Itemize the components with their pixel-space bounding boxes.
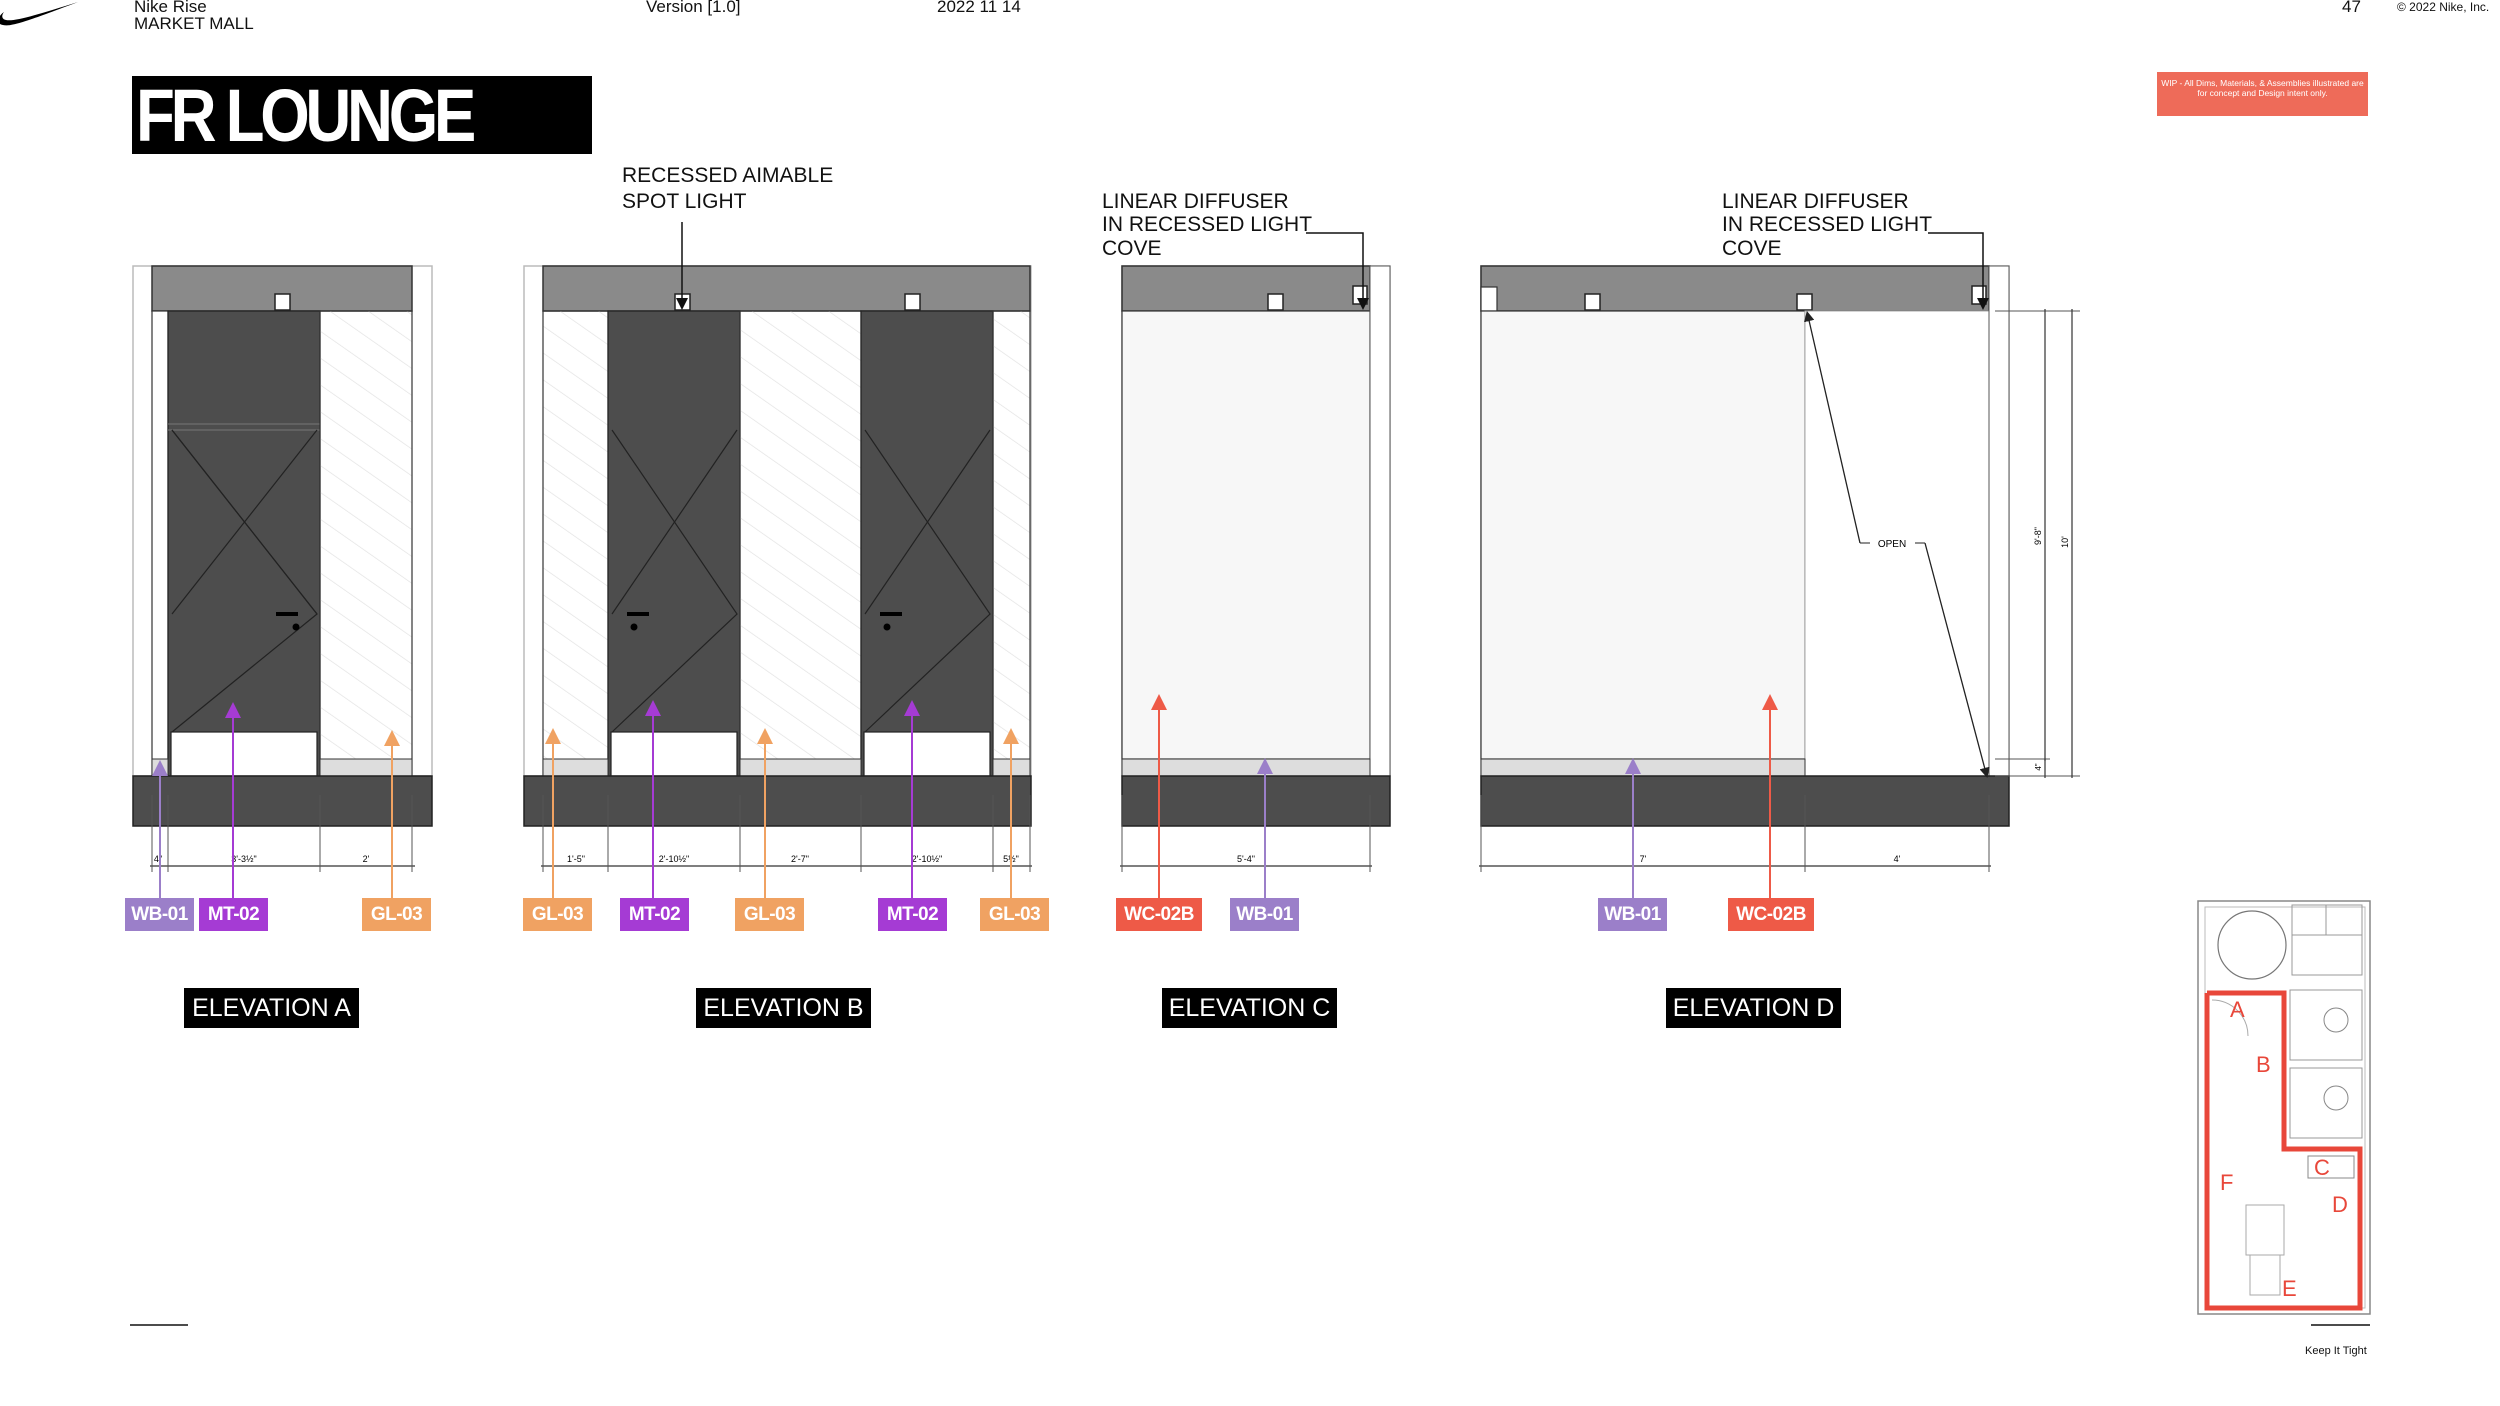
dim-a-2: 3'-3½" [231,854,256,864]
key-label-b: B [2256,1052,2271,1077]
callout-diffuser-c-line2: IN RECESSED LIGHT [1102,213,1313,236]
callout-diffuser-d-line3: COVE [1722,237,1782,260]
key-label-d: D [2332,1192,2348,1217]
wip-note: WIP - All Dims, Materials, & Assemblies … [2157,72,2368,116]
callout-spot-light-line1: RECESSED AIMABLE [622,164,834,187]
key-label-a: A [2230,997,2245,1022]
dim-vertical-1: 9'-8" [2033,527,2043,545]
footer-tagline: Keep It Tight [2305,1345,2367,1357]
callout-diffuser-c-line3: COVE [1102,237,1162,260]
key-label-e: E [2282,1276,2297,1301]
tag-c-wb-01: WB-01 [1230,898,1299,931]
tag-b-mt-02-1: MT-02 [620,898,689,931]
project-subtitle: MARKET MALL [134,14,254,33]
elevation-b-label: ELEVATION B [696,988,871,1028]
nike-swoosh-logo [0,2,78,26]
dim-a-1: 4" [154,854,162,864]
key-label-c: C [2314,1155,2330,1180]
project-name: Nike Rise [134,0,207,16]
dim-b-3: 2'-7" [791,854,809,864]
elevation-b-drawing: 1'-5" 2'-10½" 2'-7" 2'-10½" 5½" [523,222,1032,902]
dim-c-1: 5'-4" [1237,854,1255,864]
date-label: 2022 11 14 [937,0,1021,16]
key-label-f: F [2220,1170,2233,1195]
open-label: OPEN [1878,539,1906,550]
key-plan: A B C D E F [2197,900,2371,1315]
tag-b-mt-02-2: MT-02 [878,898,947,931]
dim-d-2: 4' [1894,854,1901,864]
tag-b-gl-03-3: GL-03 [980,898,1049,931]
callout-diffuser-d-line1: LINEAR DIFFUSER [1722,190,1909,213]
version-label: Version [1.0] [646,0,741,16]
page-title: FR LOUNGE [136,74,476,157]
tag-d-wb-01: WB-01 [1598,898,1667,931]
tag-c-wc-02b: WC-02B [1116,898,1202,931]
elevation-d-drawing: OPEN 7' 4' 9'-8" 10' 4" [1479,232,2080,902]
tag-b-gl-03-2: GL-03 [735,898,804,931]
dim-d-1: 7' [1640,854,1647,864]
page-number: 47 [2342,0,2361,16]
elevation-c-drawing: 5'-4" [1120,232,1391,902]
callout-diffuser-d-line2: IN RECESSED LIGHT [1722,213,1933,236]
dim-vertical-2: 10' [2060,536,2070,548]
dim-vertical-3: 4" [2034,763,2043,770]
elevation-c-label: ELEVATION C [1162,988,1337,1028]
tag-b-gl-03-1: GL-03 [523,898,592,931]
callout-spot-light-line2: SPOT LIGHT [622,190,747,213]
tag-a-gl-03: GL-03 [362,898,431,931]
tag-a-wb-01: WB-01 [125,898,194,931]
elevation-a-label: ELEVATION A [184,988,359,1028]
tag-d-wc-02b: WC-02B [1728,898,1814,931]
callout-diffuser-c-line1: LINEAR DIFFUSER [1102,190,1289,213]
copyright: © 2022 Nike, Inc. [2397,0,2490,14]
dim-b-1: 1'-5" [567,854,585,864]
elevation-a-drawing: 4" 3'-3½" 2' [132,265,433,902]
dim-b-4: 2'-10½" [912,854,942,864]
elevation-d-label: ELEVATION D [1666,988,1841,1028]
dim-a-3: 2' [363,854,370,864]
page-title-block: FR LOUNGE [132,74,592,157]
tag-a-mt-02: MT-02 [199,898,268,931]
dim-b-2: 2'-10½" [659,854,689,864]
